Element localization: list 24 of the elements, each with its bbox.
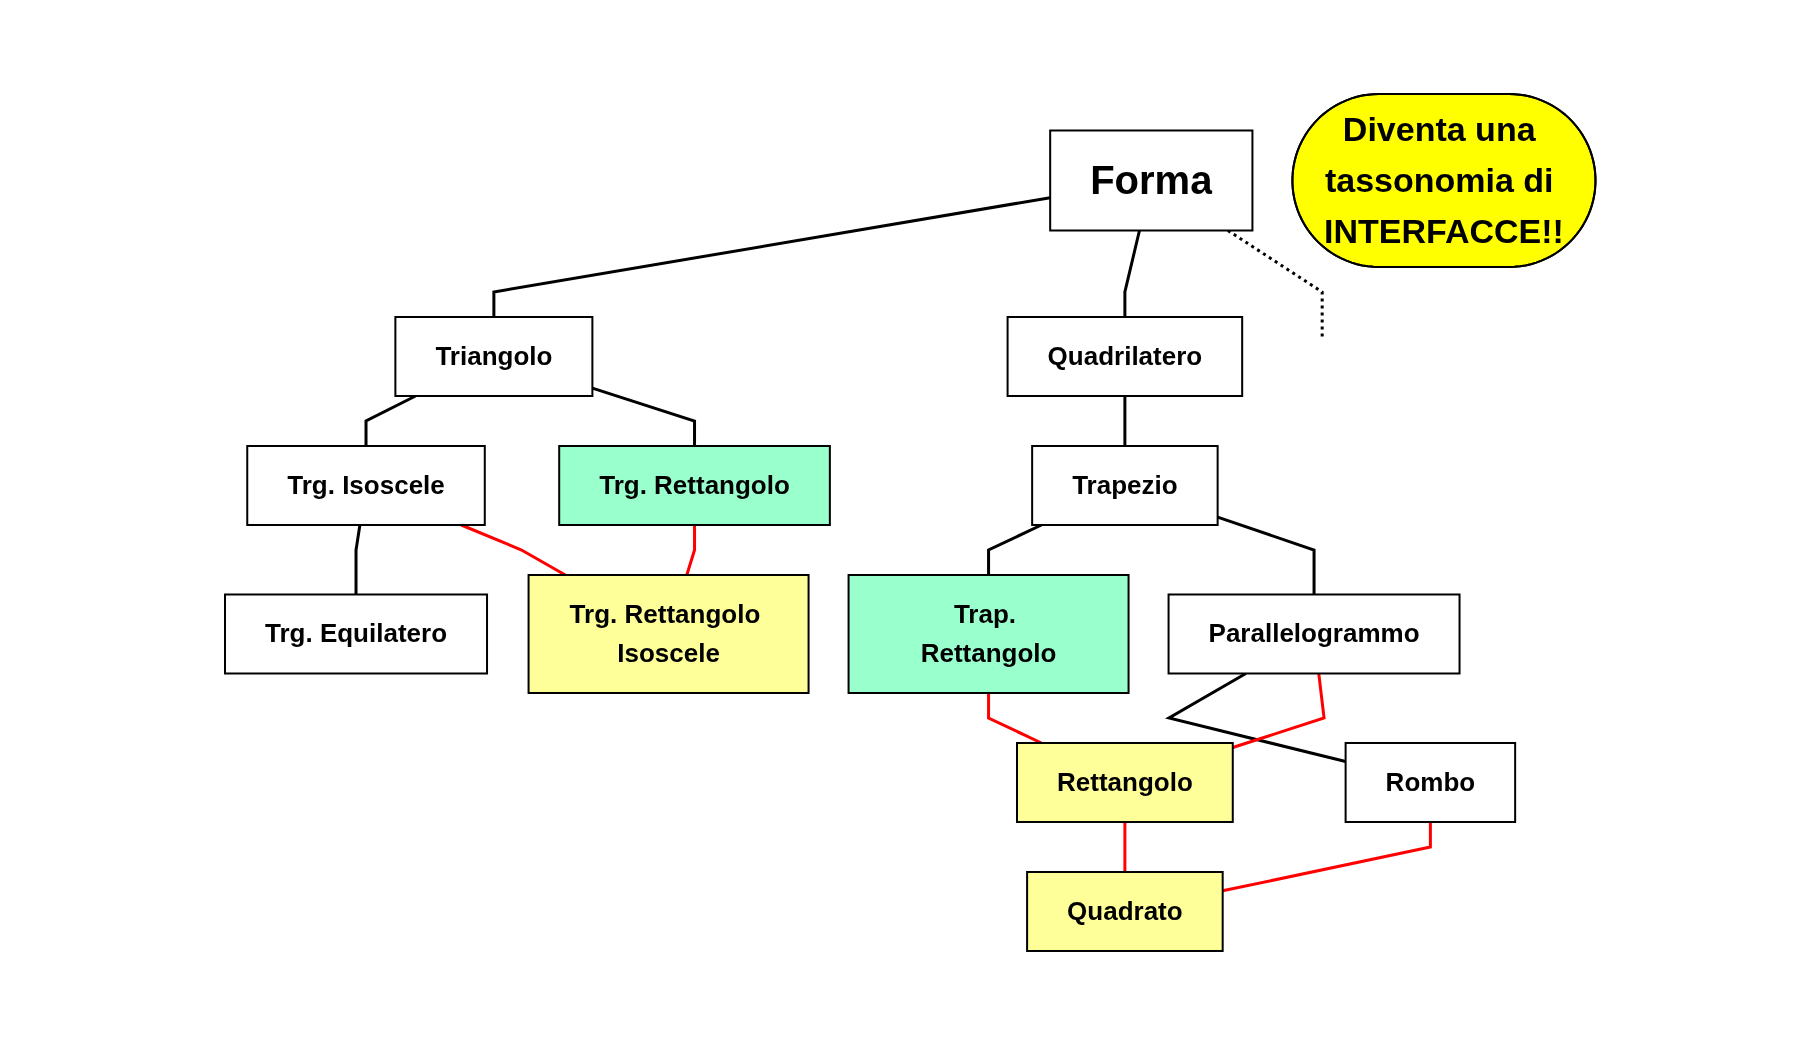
node-box: Quadrato bbox=[1025, 871, 1224, 952]
node-box: Trg. Rettangolo bbox=[557, 445, 831, 526]
connector bbox=[1123, 396, 1127, 446]
node-box: Forma bbox=[1048, 129, 1254, 232]
node-box: Rombo bbox=[1344, 742, 1516, 823]
connector bbox=[685, 525, 696, 576]
connector bbox=[1222, 822, 1432, 893]
connector bbox=[1232, 673, 1326, 749]
connector bbox=[1123, 230, 1141, 317]
node-box: Trg. Isoscele bbox=[246, 445, 486, 526]
connector bbox=[354, 524, 362, 595]
node-box: Trapezio bbox=[1030, 445, 1219, 526]
node-box: Parallelogrammo bbox=[1167, 593, 1461, 675]
node-box: Quadrilatero bbox=[1006, 316, 1243, 397]
node-box: Triangolo bbox=[394, 316, 594, 397]
node-box: Rettangolo bbox=[1015, 742, 1234, 823]
connector bbox=[1226, 229, 1324, 337]
connector bbox=[1123, 822, 1127, 872]
node-box: Trg. Rettangolo Isoscele bbox=[527, 574, 810, 694]
node-box: Trap. Rettangolo bbox=[847, 574, 1130, 694]
connector bbox=[364, 394, 416, 446]
connector bbox=[986, 523, 1042, 575]
connector bbox=[1164, 672, 1346, 764]
node-box: Trg. Equilatero bbox=[223, 593, 488, 675]
